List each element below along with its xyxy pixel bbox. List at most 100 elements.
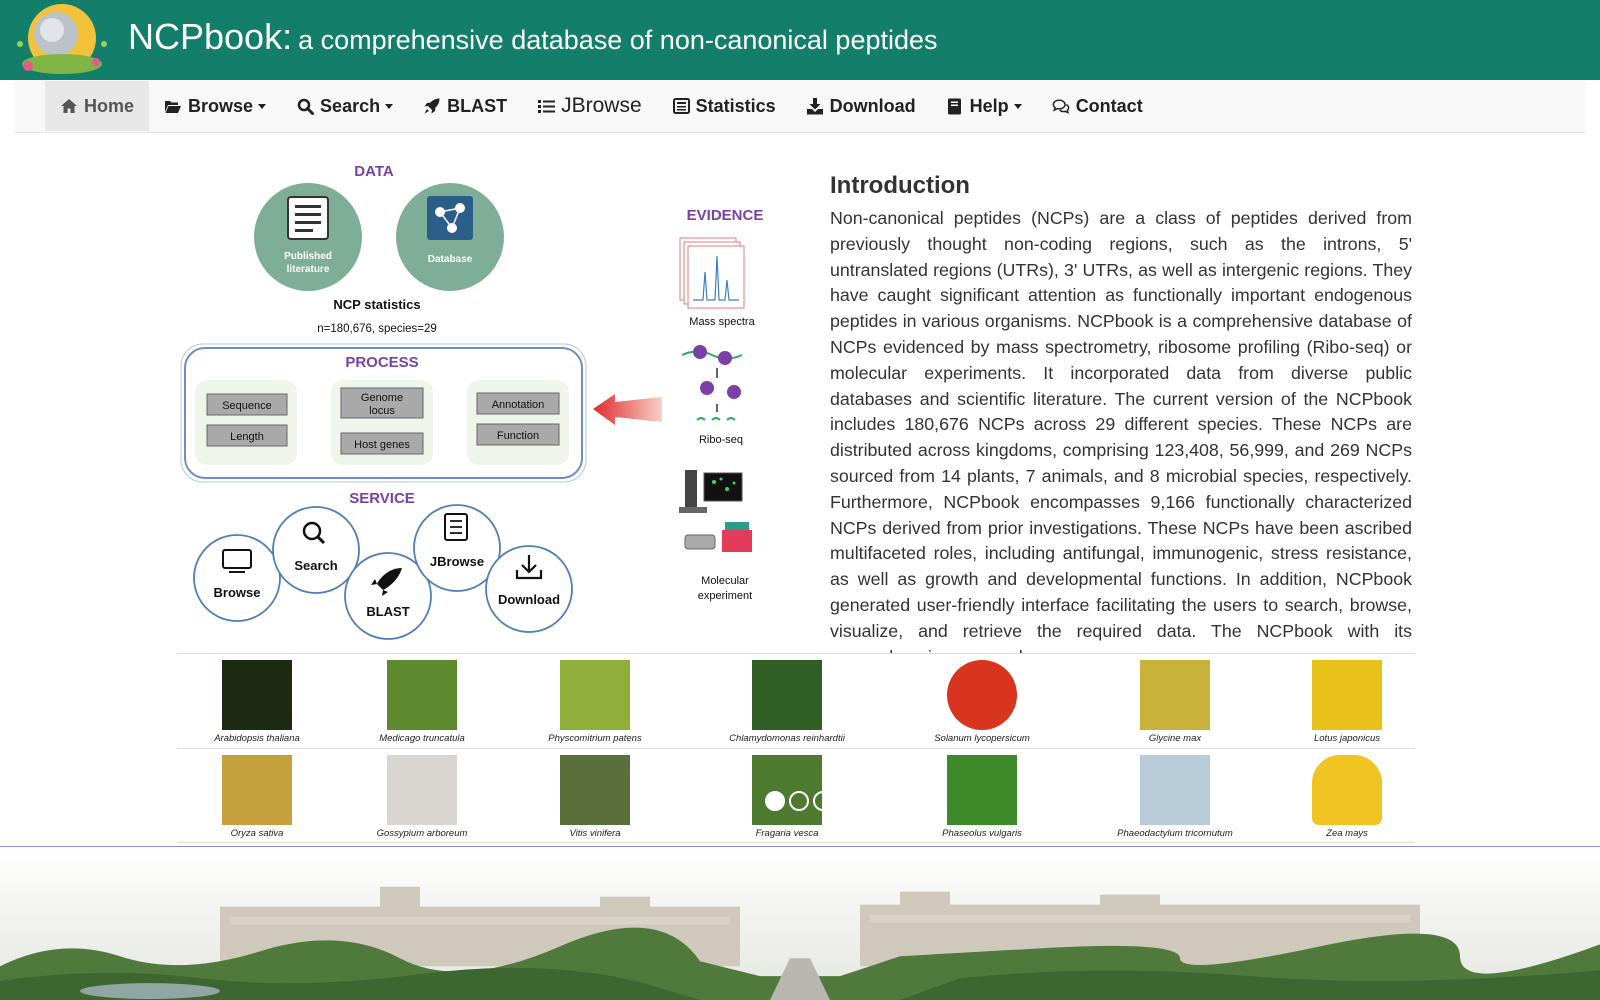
- ncpbook-workflow-figure: DATA Published literature Database NCP s…: [180, 163, 764, 640]
- browse-screen-icon: [222, 549, 252, 573]
- ncp-statistics-title: NCP statistics: [333, 297, 420, 312]
- species-item[interactable]: Gossypium arboreum: [342, 755, 502, 839]
- species-item[interactable]: Medicago truncatula: [342, 660, 502, 744]
- species-item[interactable]: Phaseolus vulgaris: [902, 755, 1062, 839]
- species-photo: [560, 755, 630, 825]
- nav-download[interactable]: Download: [791, 81, 931, 131]
- download-icon: [806, 97, 824, 115]
- species-photo: [1312, 755, 1382, 825]
- evidence-title: EVIDENCE: [687, 207, 764, 224]
- species-photo: [387, 755, 457, 825]
- book-icon: [946, 97, 964, 115]
- species-name: Arabidopsis thaliana: [214, 733, 300, 744]
- site-tagline: a comprehensive database of non-canonica…: [298, 25, 938, 55]
- nav-contact[interactable]: Contact: [1037, 81, 1158, 131]
- species-carousel[interactable]: Arabidopsis thaliana Medicago truncatula…: [177, 653, 1415, 844]
- species-photo: [222, 755, 292, 825]
- species-item[interactable]: Phaeodactylum tricornutum: [1095, 755, 1255, 839]
- site-brand: NCPbook:: [128, 16, 293, 57]
- species-photo: [560, 660, 630, 730]
- nav-blast[interactable]: BLAST: [408, 81, 522, 131]
- species-item[interactable]: Lotus japonicus: [1267, 660, 1427, 744]
- process-title: PROCESS: [345, 354, 418, 371]
- site-header: NCPbook:a comprehensive database of non-…: [0, 0, 1600, 80]
- database-label: Database: [428, 254, 473, 265]
- species-name: Zea mays: [1326, 828, 1368, 839]
- carousel-dot-2[interactable]: [789, 791, 809, 811]
- nav-blast-label: BLAST: [447, 95, 508, 116]
- introduction-text: Non-canonical peptides (NCPs) are a clas…: [830, 208, 1412, 660]
- newspaper-icon: [672, 97, 690, 115]
- species-photo: [947, 660, 1017, 730]
- mass-spectra-label: Mass spectra: [689, 316, 755, 328]
- list-icon: [537, 97, 555, 115]
- species-name: Phaseolus vulgaris: [942, 828, 1022, 839]
- nav-browse-label: Browse: [188, 95, 254, 116]
- published-label: Published: [284, 251, 332, 262]
- species-item[interactable]: Vitis vinifera: [515, 755, 675, 839]
- introduction-section: Introduction Non-canonical peptides (NCP…: [830, 172, 1412, 660]
- species-photo: [1140, 660, 1210, 730]
- species-photo: [387, 660, 457, 730]
- species-item[interactable]: Glycine max: [1095, 660, 1255, 744]
- service-rocket-icon: [371, 568, 402, 596]
- species-item[interactable]: Fragaria vesca: [707, 755, 867, 839]
- species-name: Phaeodactylum tricornutum: [1117, 828, 1233, 839]
- nav-jbrowse[interactable]: JBrowse: [522, 81, 657, 131]
- process-genome: Genome: [361, 392, 403, 404]
- species-name: Oryza sativa: [230, 828, 284, 839]
- nav-jbrowse-label: JBrowse: [561, 94, 642, 117]
- nav-contact-label: Contact: [1075, 95, 1143, 116]
- home-icon: [60, 97, 78, 115]
- species-name: Physcomitrium patens: [548, 733, 642, 744]
- mass-spectra-icon: [679, 237, 745, 309]
- ribo-seq-icon: [681, 345, 743, 421]
- species-item[interactable]: Chlamydomonas reinhardtii: [707, 660, 867, 744]
- main-navbar: Home Browse Search BLAST JBrowse Statist…: [15, 80, 1585, 133]
- process-function: Function: [497, 430, 539, 442]
- species-name: Glycine max: [1148, 733, 1202, 744]
- service-blast: BLAST: [366, 604, 409, 619]
- rocket-icon: [423, 97, 441, 115]
- nav-search[interactable]: Search: [281, 81, 408, 131]
- process-host-genes: Host genes: [354, 439, 410, 451]
- carousel-dot-3[interactable]: [813, 791, 833, 811]
- carousel-dot-1[interactable]: [765, 791, 785, 811]
- search-icon: [296, 97, 314, 115]
- nav-home[interactable]: Home: [45, 81, 150, 131]
- species-item[interactable]: Physcomitrium patens: [515, 660, 675, 744]
- species-name: Gossypium arboreum: [376, 828, 468, 839]
- nav-help[interactable]: Help: [931, 81, 1037, 131]
- species-item[interactable]: Solanum lycopersicum: [902, 660, 1062, 744]
- species-name: Lotus japonicus: [1313, 733, 1381, 744]
- process-locus: locus: [369, 405, 395, 417]
- species-item[interactable]: Arabidopsis thaliana: [177, 660, 337, 744]
- process-length: Length: [230, 431, 264, 443]
- carousel-indicators: [765, 791, 833, 811]
- chevron-down-icon: [258, 103, 267, 109]
- site-logo[interactable]: [6, 0, 118, 78]
- species-photo: [222, 660, 292, 730]
- nav-browse[interactable]: Browse: [149, 81, 281, 131]
- nav-help-label: Help: [969, 95, 1009, 116]
- electrophoresis-icon: [684, 522, 752, 552]
- literature-label: literature: [287, 264, 330, 275]
- service-download-icon: [515, 555, 543, 580]
- species-item[interactable]: Oryza sativa: [177, 755, 337, 839]
- introduction-title: Introduction: [830, 172, 970, 199]
- experiment-label: experiment: [698, 590, 752, 602]
- species-photo: [752, 660, 822, 730]
- nav-home-label: Home: [84, 95, 135, 116]
- ribo-seq-label: Ribo-seq: [699, 434, 743, 446]
- nav-statistics[interactable]: Statistics: [657, 81, 791, 131]
- site-title: NCPbook:a comprehensive database of non-…: [128, 16, 938, 58]
- species-row: Arabidopsis thaliana Medicago truncatula…: [177, 653, 1415, 748]
- species-item[interactable]: Zea mays: [1267, 755, 1427, 839]
- species-photo: [947, 755, 1017, 825]
- database-icon: [427, 196, 473, 240]
- ncp-statistics-value: n=180,676, species=29: [317, 323, 437, 335]
- species-row: Oryza sativa Gossypium arboreum Vitis vi…: [177, 748, 1415, 843]
- species-photo: [1312, 660, 1382, 730]
- service-download: Download: [498, 592, 560, 607]
- species-name: Chlamydomonas reinhardtii: [729, 733, 845, 744]
